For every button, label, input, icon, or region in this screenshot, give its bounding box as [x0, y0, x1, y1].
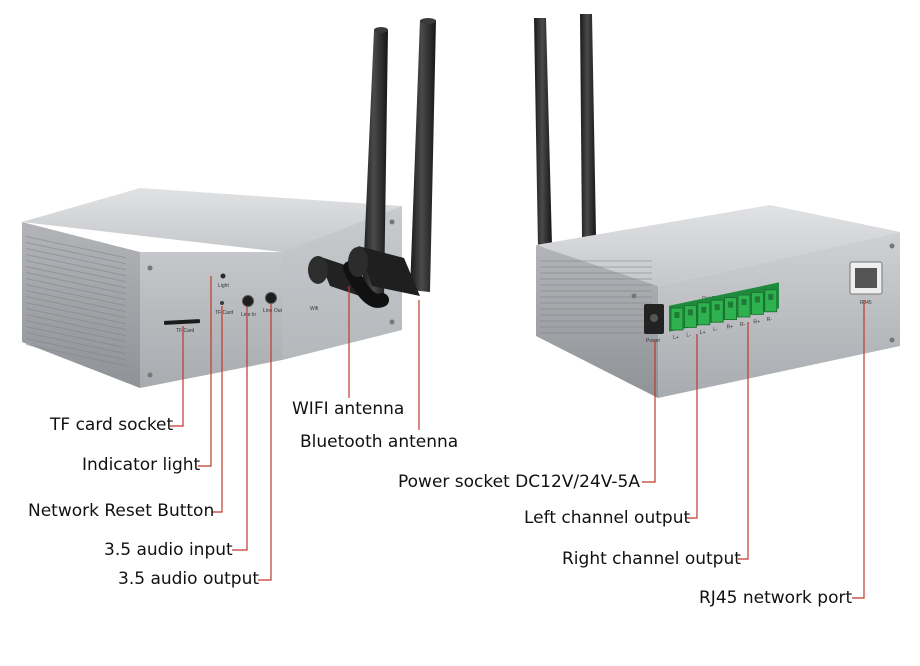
network-reset-button[interactable]: [220, 301, 224, 305]
leader-rj45: [852, 300, 865, 599]
line-in-label: Line In: [241, 312, 256, 318]
terminal-screw: [754, 296, 760, 303]
terminal-screw: [687, 309, 693, 316]
speaker-terminal[interactable]: [710, 299, 724, 323]
light-label: Light: [218, 283, 229, 289]
power-socket-hole: [650, 314, 658, 322]
right-antenna-1: [534, 18, 552, 248]
rj45-label: RJ45: [860, 300, 872, 306]
speaker-terminal[interactable]: [724, 297, 737, 321]
terminal-label: L-: [686, 332, 691, 338]
screw: [147, 265, 153, 271]
callout-left-channel: Left channel output: [524, 508, 691, 528]
terminal-row: [670, 289, 778, 331]
right-antenna-2: [580, 14, 596, 238]
line-out-label: Line Out: [263, 308, 283, 314]
speaker-terminal[interactable]: [697, 302, 711, 326]
right-case-back: [658, 232, 900, 398]
terminal-screw: [741, 299, 747, 305]
callout-power-socket: Power socket DC12V/24V-5A: [398, 472, 640, 492]
terminal-label: R+: [753, 319, 760, 325]
speaker-terminal[interactable]: [684, 304, 697, 328]
screw: [389, 219, 395, 225]
screw: [389, 319, 395, 325]
screw: [147, 372, 153, 378]
line-in-jack[interactable]: [242, 295, 254, 307]
left-case-top: [22, 188, 402, 252]
terminal-label: L+: [673, 335, 679, 341]
leader-reset-button: [212, 306, 223, 513]
tf-card-label: TF Card: [215, 310, 234, 316]
callout-audio-output: 3.5 audio output: [118, 569, 260, 589]
speaker-terminal[interactable]: [764, 289, 778, 313]
leader-right-channel: [738, 322, 749, 560]
right-device: Power Out Speaker L+L-L+L-R+R-R+R- RJ45: [534, 14, 900, 398]
leader-indicator-light: [198, 276, 212, 467]
terminal-label: R-: [740, 322, 746, 328]
callout-bluetooth-antenna: Bluetooth antenna: [300, 432, 459, 452]
line-out-jack[interactable]: [265, 292, 277, 304]
callout-rj45-port: RJ45 network port: [699, 588, 853, 608]
screw: [889, 243, 895, 249]
tf-card-slot[interactable]: [163, 319, 201, 325]
screw: [631, 293, 637, 299]
callout-wifi-antenna: WIFI antenna: [292, 399, 405, 419]
callout-network-reset-button: Network Reset Button: [28, 501, 215, 521]
speaker-terminal[interactable]: [737, 294, 751, 318]
terminal-label: R+: [727, 325, 734, 331]
leader-power-socket: [642, 340, 656, 483]
terminal-label: R-: [767, 317, 773, 323]
callout-indicator-light: Indicator light: [82, 455, 201, 475]
terminal-label: L+: [700, 330, 706, 336]
wifi-label: Wifi: [310, 306, 318, 312]
left-device: TF Card Light TF Card Line In Line Out W…: [22, 18, 436, 388]
leader-left-channel: [686, 334, 698, 519]
terminal-screw: [674, 312, 680, 318]
leader-tf-card: [170, 326, 184, 427]
power-label: Power: [646, 338, 661, 344]
terminal-screw: [714, 304, 720, 311]
terminal-screw: [768, 293, 774, 300]
callout-tf-card-socket: TF card socket: [50, 415, 174, 435]
callout-right-channel: Right channel output: [562, 549, 741, 569]
screw: [889, 337, 895, 343]
speaker-terminal[interactable]: [751, 291, 764, 315]
speaker-terminal[interactable]: [670, 307, 684, 331]
leader-audio-output: [258, 304, 272, 581]
bluetooth-antenna: [348, 18, 436, 296]
rj45-opening: [855, 268, 877, 288]
terminal-label: L-: [713, 327, 718, 333]
tf-slot-label: TF Card: [176, 328, 195, 334]
callout-audio-input: 3.5 audio input: [104, 540, 233, 560]
indicator-light: [220, 273, 226, 279]
leader-lines: [170, 276, 865, 599]
leader-audio-input: [232, 307, 248, 551]
terminal-labels: L+ L- L+ L- R+ R- R+ R-: [673, 317, 772, 341]
left-side-vents: [26, 235, 126, 367]
terminal-screw: [728, 301, 734, 308]
terminal-screw: [701, 306, 707, 313]
